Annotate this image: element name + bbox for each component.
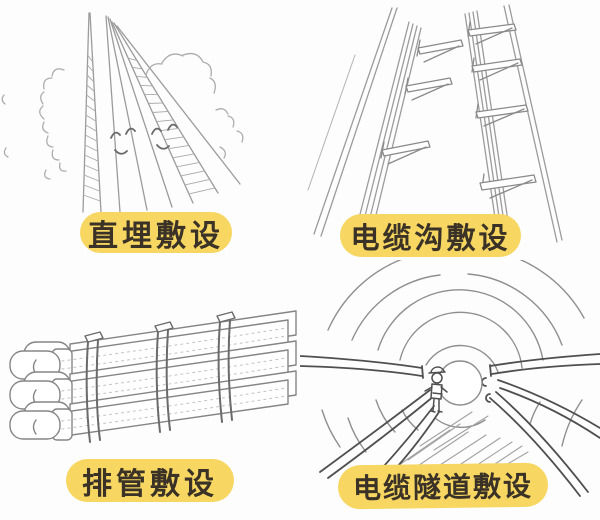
cable-bracket-icon	[380, 140, 431, 165]
cable-bracket-icon	[467, 21, 517, 45]
cloud-icon	[1, 68, 67, 180]
direct-burial-illustration	[1, 12, 244, 213]
cable-bracket-icon	[479, 173, 537, 199]
smiley-face-icon	[151, 123, 178, 150]
label-cable-tunnel: 电缆隧道敷设	[337, 462, 549, 510]
cable-bracket-icon	[416, 39, 464, 63]
worker-icon	[424, 366, 448, 413]
strap-icon	[216, 311, 236, 423]
tunnel-cable-icon	[481, 353, 600, 497]
panel-duct-bank	[0, 260, 300, 520]
smiley-face-icon	[110, 127, 136, 155]
cable-bracket-icon	[475, 103, 529, 127]
label-cable-trench: 电缆沟敷设	[340, 214, 521, 257]
label-duct-bank: 排管敷设	[66, 459, 234, 502]
label-direct-burial: 直埋敷设	[80, 212, 232, 254]
strap-icon	[84, 331, 104, 443]
cable-trench-illustration	[307, 4, 563, 243]
panel-direct-burial	[0, 0, 300, 260]
cloud-icon	[145, 52, 244, 159]
duct-bank-illustration	[9, 310, 297, 443]
strap-icon	[154, 321, 174, 433]
cable-bracket-icon	[471, 57, 523, 81]
cable-bracket-icon	[404, 77, 453, 101]
panel-cable-trench	[300, 0, 600, 260]
